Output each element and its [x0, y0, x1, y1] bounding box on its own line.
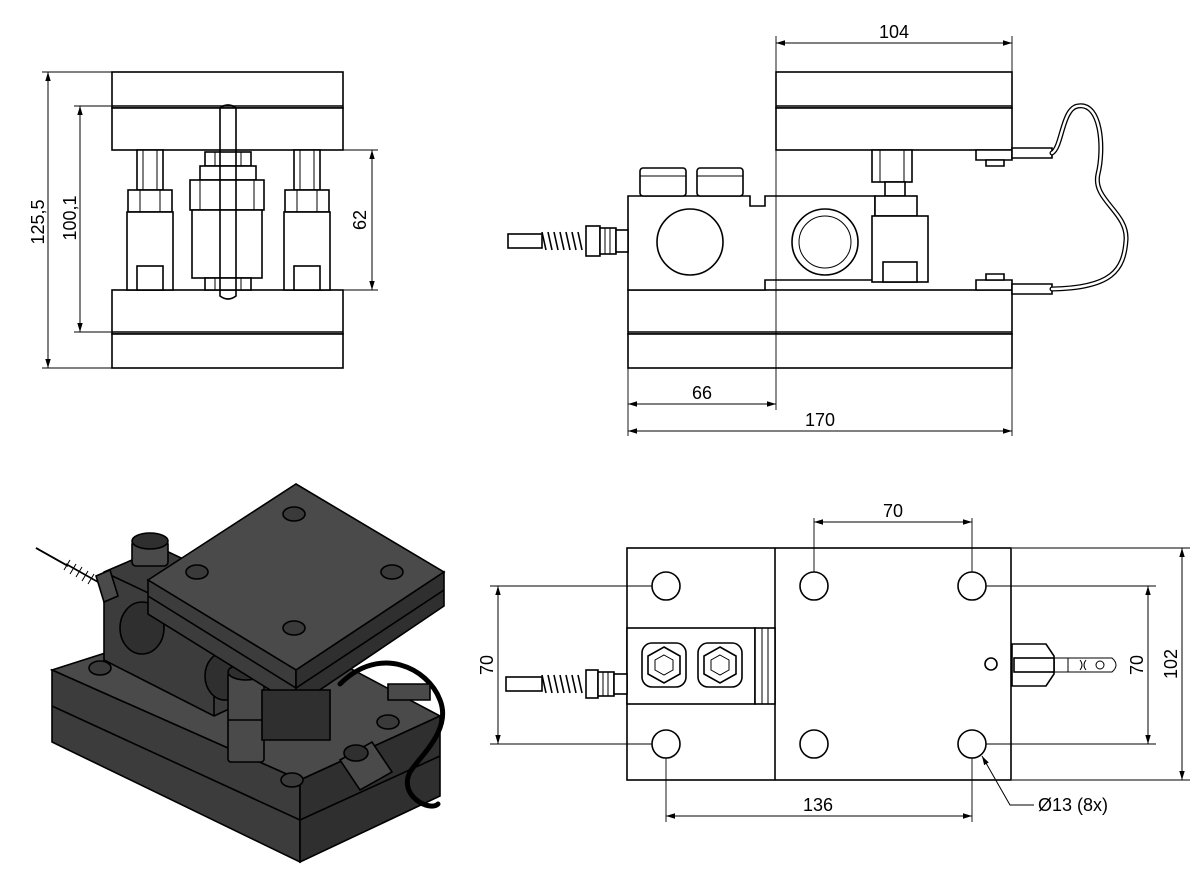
plan-hole [651, 571, 681, 601]
side-top-plate-lower [775, 107, 1013, 151]
side-bottom-plate-upper [627, 289, 1013, 335]
plan-cable-connector [505, 669, 628, 699]
side-view: 104 66 170 [507, 22, 1129, 436]
dim-side-total-length: 170 [805, 410, 835, 430]
front-bottom-plate-lower [111, 333, 344, 369]
side-bottom-plate-lower [627, 333, 1013, 369]
leader-line [981, 755, 1034, 806]
plan-hole [957, 729, 987, 759]
dim-front-column-height: 62 [350, 210, 370, 230]
front-bottom-plate-upper [111, 289, 344, 335]
side-top-plate-upper [775, 71, 1013, 109]
front-top-plate-upper [111, 71, 344, 109]
dim-plan-right-hole-spacing: 70 [1127, 655, 1147, 675]
isometric-view [35, 483, 446, 864]
plan-hole [957, 571, 987, 601]
dim-plan-top-hole-spacing: 70 [883, 501, 903, 521]
plan-hole [651, 729, 681, 759]
plan-hex-bolt-right [697, 642, 743, 688]
front-top-plate-lower [111, 107, 344, 151]
iso-bottom-plate-side [299, 714, 441, 864]
plan-hole [799, 571, 829, 601]
side-cable-connector [507, 225, 629, 257]
dim-side-offset: 66 [692, 383, 712, 403]
side-beam-hole-right [791, 208, 859, 276]
hole-callout-label: Ø13 (8x) [1038, 795, 1108, 815]
side-beam-hole-left [656, 208, 724, 276]
dim-plan-total-width: 102 [1161, 649, 1181, 679]
plan-hex-bolt-left [641, 642, 687, 688]
dim-plan-left-hole-spacing: 70 [477, 655, 497, 675]
dim-plan-hole-span-length: 136 [803, 795, 833, 815]
plan-hole [799, 729, 829, 759]
plan-view: 70 70 70 102 136 Ø13 (8x) [477, 501, 1190, 822]
plan-small-hole [984, 657, 998, 671]
iso-cable-connector [35, 547, 119, 604]
front-right-column [283, 149, 331, 291]
dim-side-top-plate-width: 104 [879, 22, 909, 42]
front-view: 125,5 100,1 62 [28, 71, 378, 369]
front-center-load-cell [189, 151, 265, 291]
iso-ground-strap [337, 660, 445, 809]
dim-front-total-height: 125,5 [28, 199, 48, 244]
dim-front-inner-height: 100,1 [60, 195, 80, 240]
front-cable-loop [219, 104, 237, 300]
front-left-column [126, 149, 174, 291]
side-ground-strap [1049, 103, 1129, 292]
